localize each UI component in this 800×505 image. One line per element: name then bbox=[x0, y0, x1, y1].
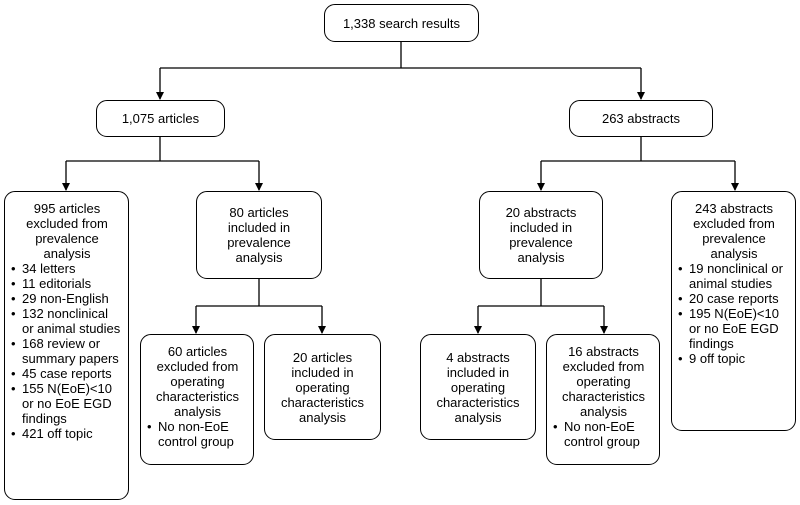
node-abstracts: 263 abstracts bbox=[569, 100, 713, 137]
list-item: 20 case reports bbox=[678, 291, 790, 306]
list-item: 168 review or summary papers bbox=[11, 336, 123, 366]
abstracts-excluded-list: 19 nonclinical or animal studies 20 case… bbox=[678, 261, 790, 366]
abstracts-op-excluded-list: No non-EoE control group bbox=[553, 419, 654, 449]
list-item: 421 off topic bbox=[11, 426, 123, 441]
list-item: No non-EoE control group bbox=[553, 419, 654, 449]
list-item: 9 off topic bbox=[678, 351, 790, 366]
node-abstracts-op-included: 4 abstracts included in operating charac… bbox=[420, 334, 536, 440]
node-abstracts-included-text: 20 abstracts included in prevalence anal… bbox=[505, 205, 577, 265]
node-articles-op-excluded-heading: 60 articles excluded from operating char… bbox=[155, 344, 240, 419]
node-abstracts-text: 263 abstracts bbox=[601, 111, 681, 126]
list-item: 11 editorials bbox=[11, 276, 123, 291]
list-item: 132 nonclinical or animal studies bbox=[11, 306, 123, 336]
node-articles-excluded: 995 articles excluded from prevalence an… bbox=[4, 191, 129, 500]
node-abstracts-op-included-text: 4 abstracts included in operating charac… bbox=[436, 349, 520, 425]
node-articles-op-included: 20 articles included in operating charac… bbox=[264, 334, 381, 440]
node-articles-excluded-heading: 995 articles excluded from prevalence an… bbox=[26, 201, 108, 261]
list-item: 155 N(EoE)<10 or no EoE EGD findings bbox=[11, 381, 123, 426]
list-item: 29 non-English bbox=[11, 291, 123, 306]
list-item: No non-EoE control group bbox=[147, 419, 248, 449]
node-abstracts-excluded: 243 abstracts excluded from prevalence a… bbox=[671, 191, 796, 431]
list-item: 45 case reports bbox=[11, 366, 123, 381]
node-articles: 1,075 articles bbox=[96, 100, 225, 137]
node-search-results-text: 1,338 search results bbox=[342, 15, 461, 31]
list-item: 34 letters bbox=[11, 261, 123, 276]
node-search-results: 1,338 search results bbox=[324, 4, 479, 42]
node-articles-included-text: 80 articles included in prevalence analy… bbox=[227, 205, 291, 265]
list-item: 19 nonclinical or animal studies bbox=[678, 261, 790, 291]
node-abstracts-op-excluded-heading: 16 abstracts excluded from operating cha… bbox=[561, 344, 646, 419]
articles-op-excluded-list: No non-EoE control group bbox=[147, 419, 248, 449]
node-articles-included: 80 articles included in prevalence analy… bbox=[196, 191, 322, 279]
node-articles-op-excluded: 60 articles excluded from operating char… bbox=[140, 334, 254, 465]
node-articles-text: 1,075 articles bbox=[121, 111, 200, 126]
articles-excluded-list: 34 letters 11 editorials 29 non-English … bbox=[11, 261, 123, 441]
node-abstracts-excluded-heading: 243 abstracts excluded from prevalence a… bbox=[693, 201, 775, 261]
node-abstracts-op-excluded: 16 abstracts excluded from operating cha… bbox=[546, 334, 660, 465]
node-articles-op-included-text: 20 articles included in operating charac… bbox=[280, 349, 365, 425]
node-abstracts-included: 20 abstracts included in prevalence anal… bbox=[479, 191, 603, 279]
list-item: 195 N(EoE)<10 or no EoE EGD findings bbox=[678, 306, 790, 351]
